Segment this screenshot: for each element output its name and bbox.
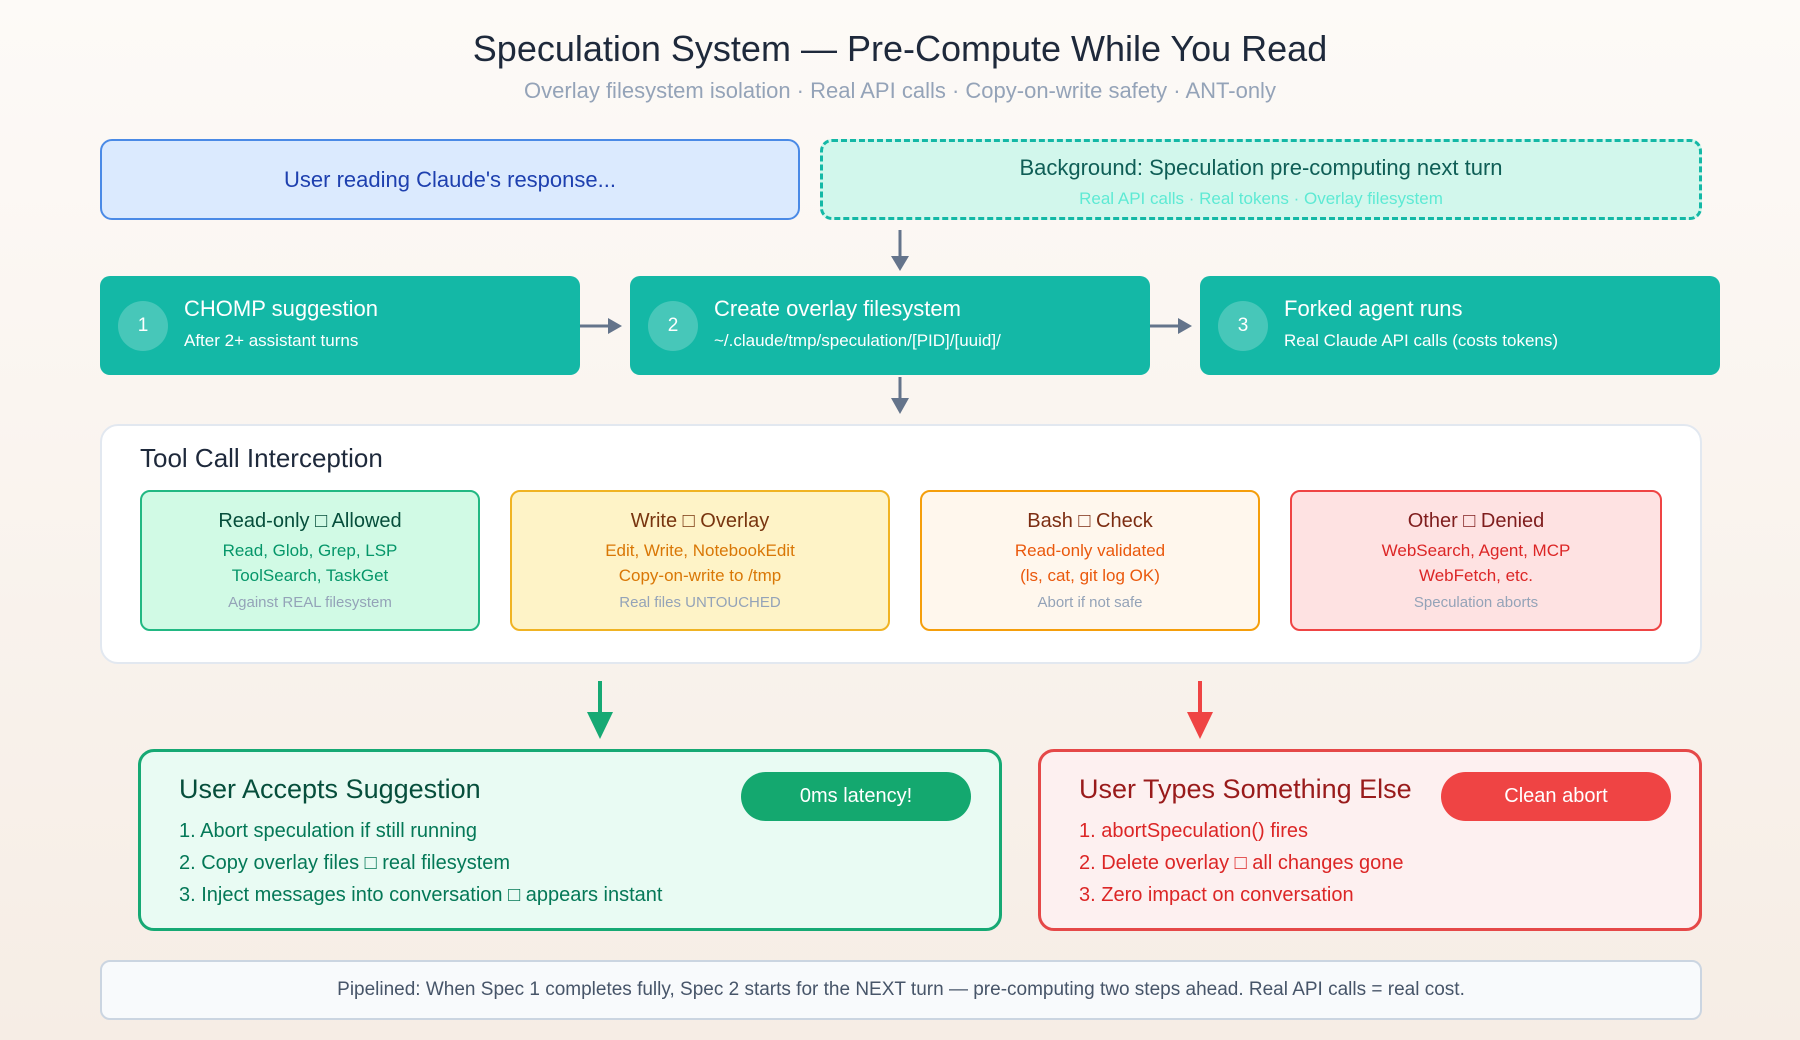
list-item: 1. abortSpeculation() fires: [1079, 820, 1309, 842]
category-note: Speculation aborts: [1413, 594, 1539, 611]
step-forked-agent: 3 Forked agent runs Real Claude API call…: [1200, 276, 1720, 375]
user-reading-box: User reading Claude's response...: [100, 139, 800, 220]
interception-title: Tool Call Interception: [140, 443, 383, 473]
list-item: 3. Inject messages into conversation □ a…: [179, 884, 663, 906]
category-note: Against REAL filesystem: [228, 594, 392, 611]
step-subtitle: Real Claude API calls (costs tokens): [1284, 331, 1559, 350]
step-number-badge: 2: [648, 301, 698, 351]
category-line: Edit, Write, NotebookEdit: [605, 541, 795, 560]
step-number-badge: 1: [118, 301, 168, 351]
page-subtitle: Overlay filesystem isolation · Real API …: [524, 78, 1276, 103]
category-note: Real files UNTOUCHED: [619, 594, 781, 611]
page-title: Speculation System — Pre-Compute While Y…: [472, 28, 1328, 69]
category-line: Read-only validated: [1014, 541, 1166, 560]
step-subtitle: ~/.claude/tmp/speculation/[PID]/[uuid]/: [714, 331, 1001, 350]
arrowhead: [891, 256, 909, 271]
outcome-title: User Types Something Else: [1079, 774, 1412, 804]
category-note: Abort if not safe: [1037, 594, 1143, 611]
outcome-accept-panel: User Accepts Suggestion 0ms latency! 1. …: [138, 749, 1002, 931]
outcome-title: User Accepts Suggestion: [179, 774, 481, 804]
arrowhead: [891, 398, 909, 414]
list-item: 2. Copy overlay files □ real filesystem: [179, 852, 511, 874]
step-chomp-suggestion: 1 CHOMP suggestion After 2+ assistant tu…: [100, 276, 580, 375]
step-title: Forked agent runs: [1284, 296, 1463, 321]
category-heading: Read-only □ Allowed: [218, 510, 402, 532]
category-line: WebFetch, etc.: [1418, 566, 1533, 585]
arrowhead: [608, 318, 622, 334]
arrowhead: [1178, 318, 1192, 334]
category-other: Other □ Denied WebSearch, Agent, MCP Web…: [1290, 490, 1662, 631]
list-item: 3. Zero impact on conversation: [1079, 884, 1354, 906]
category-heading: Other □ Denied: [1407, 510, 1545, 532]
category-heading: Write □ Overlay: [630, 510, 770, 532]
latency-badge: 0ms latency!: [741, 772, 971, 821]
pipeline-footer-note: Pipelined: When Spec 1 completes fully, …: [100, 960, 1702, 1020]
category-bash: Bash □ Check Read-only validated (ls, ca…: [920, 490, 1260, 631]
step-subtitle: After 2+ assistant turns: [184, 331, 359, 350]
background-box-subtitle: Real API calls · Real tokens · Overlay f…: [1079, 189, 1443, 208]
step-number-badge: 3: [1218, 301, 1268, 351]
category-read-only: Read-only □ Allowed Read, Glob, Grep, LS…: [140, 490, 480, 631]
category-line: Read, Glob, Grep, LSP: [222, 541, 398, 560]
step-title: Create overlay filesystem: [714, 296, 961, 321]
step-create-overlay: 2 Create overlay filesystem ~/.claude/tm…: [630, 276, 1150, 375]
category-write: Write □ Overlay Edit, Write, NotebookEdi…: [510, 490, 890, 631]
category-line: ToolSearch, TaskGet: [231, 566, 389, 585]
category-line: (ls, cat, git log OK): [1020, 566, 1160, 585]
background-box-title: Background: Speculation pre-computing ne…: [1019, 155, 1503, 180]
arrowhead-red: [1187, 712, 1213, 739]
outcome-other-panel: User Types Something Else Clean abort 1.…: [1038, 749, 1702, 931]
category-heading: Bash □ Check: [1027, 510, 1153, 532]
outcome-steps-list: 1. Abort speculation if still running 2.…: [179, 815, 662, 911]
background-speculation-box: Background: Speculation pre-computing ne…: [820, 139, 1702, 220]
step-title: CHOMP suggestion: [184, 296, 379, 321]
outcome-steps-list: 1. abortSpeculation() fires 2. Delete ov…: [1079, 815, 1404, 911]
category-line: Copy-on-write to /tmp: [618, 566, 782, 585]
clean-abort-badge: Clean abort: [1441, 772, 1671, 821]
list-item: 1. Abort speculation if still running: [179, 820, 477, 842]
arrowhead-green: [587, 712, 613, 739]
category-line: WebSearch, Agent, MCP: [1381, 541, 1571, 560]
list-item: 2. Delete overlay □ all changes gone: [1079, 852, 1404, 874]
